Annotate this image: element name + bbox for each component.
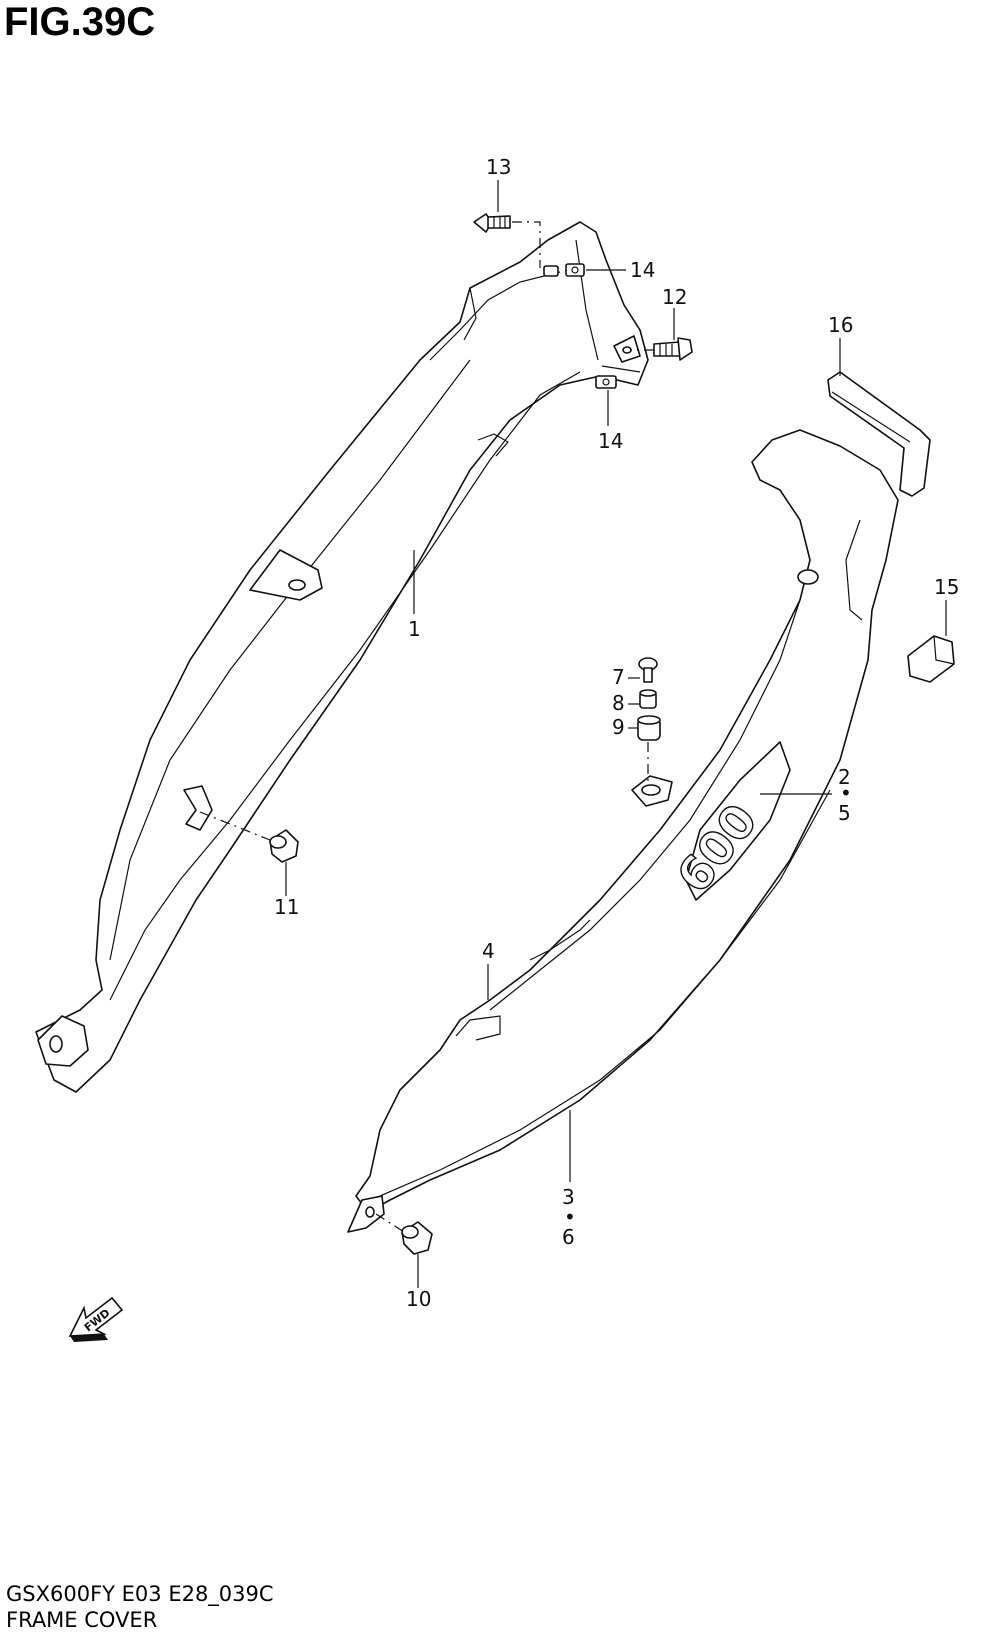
figure-title: FIG.39C xyxy=(4,0,156,44)
callout-4: 4 xyxy=(482,939,495,963)
assembly-line-13 xyxy=(512,221,541,268)
grommet-part-10[interactable] xyxy=(401,1221,433,1255)
callout-9: 9 xyxy=(612,715,625,739)
callout-14-upper: 14 xyxy=(630,258,655,282)
section-name: FRAME COVER xyxy=(6,1608,158,1632)
assembly-line-10 xyxy=(375,1213,405,1233)
clip-nut-part-14-upper[interactable] xyxy=(543,263,585,277)
screw-part-13[interactable] xyxy=(473,213,511,233)
pad-part-16[interactable] xyxy=(827,371,931,497)
callout-dot-3-6: • xyxy=(564,1205,576,1229)
callout-11: 11 xyxy=(274,895,299,919)
side-cover-right-part[interactable]: 600 xyxy=(347,429,899,1233)
callout-10: 10 xyxy=(406,1287,431,1311)
callout-12: 12 xyxy=(662,285,687,309)
callout-1: 1 xyxy=(408,617,421,641)
frame-cover-left-part[interactable] xyxy=(35,221,649,1093)
model-code: GSX600FY E03 E28_039C xyxy=(6,1582,274,1606)
callout-3: 3 xyxy=(562,1185,575,1209)
screw-part-7[interactable] xyxy=(638,657,658,683)
callout-6: 6 xyxy=(562,1225,575,1249)
collar-part-8[interactable] xyxy=(639,689,657,709)
callout-5: 5 xyxy=(838,801,851,825)
assembly-line-11 xyxy=(199,811,271,841)
callout-8: 8 xyxy=(612,691,625,715)
clip-nut-part-14-lower[interactable] xyxy=(595,375,617,389)
grommet-part-11[interactable] xyxy=(269,829,299,863)
pad-part-15[interactable] xyxy=(907,635,955,683)
callout-dot-2-5: • xyxy=(840,781,852,805)
callout-16: 16 xyxy=(828,313,853,337)
fwd-arrow-icon: FWD xyxy=(68,1296,124,1342)
callout-14-lower: 14 xyxy=(598,429,623,453)
callout-13: 13 xyxy=(486,155,511,179)
grommet-part-9[interactable] xyxy=(637,715,661,741)
screw-part-12[interactable] xyxy=(653,337,693,361)
callout-7: 7 xyxy=(612,665,625,689)
callout-15: 15 xyxy=(934,575,959,599)
callout-2: 2 xyxy=(838,765,851,789)
